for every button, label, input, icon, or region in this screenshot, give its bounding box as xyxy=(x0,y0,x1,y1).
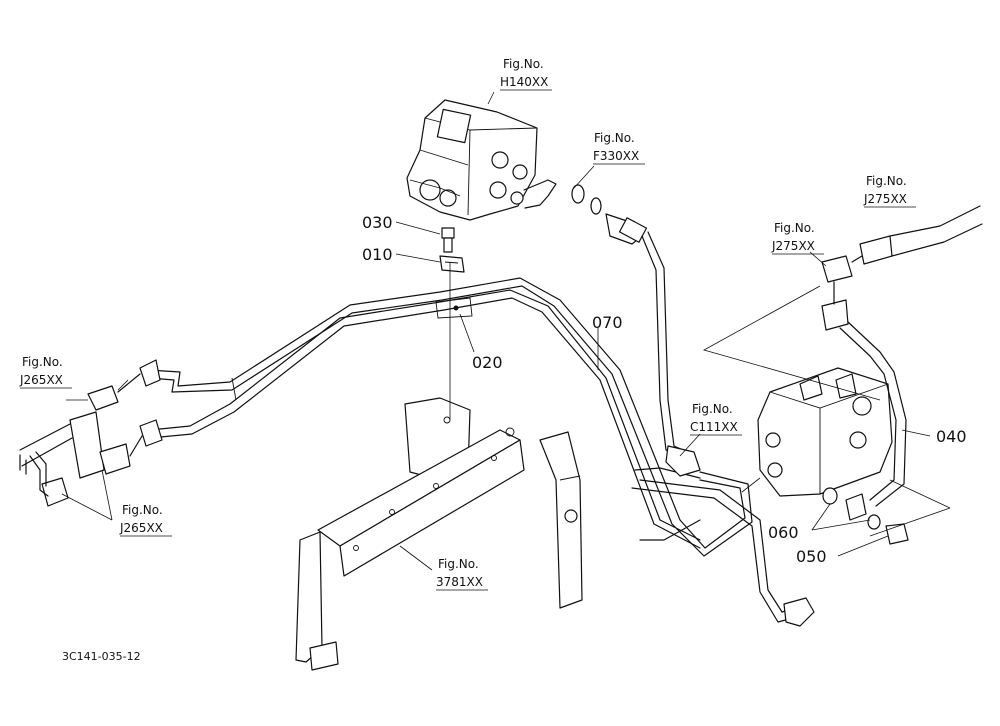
part-labels: 030 010 020 070 040 060 050 xyxy=(362,213,967,566)
fig-ref-j275-top: Fig.No. J275XX xyxy=(863,174,916,208)
part-label-020: 020 xyxy=(472,353,503,372)
washers-060-bolt-050 xyxy=(822,487,909,545)
part-label-030: 030 xyxy=(362,213,393,232)
leader-lines xyxy=(61,91,951,571)
fig-ref-j275-top-prefix: Fig.No. xyxy=(866,174,907,188)
left-fittings xyxy=(19,359,163,507)
fig-ref-j275-mid-prefix: Fig.No. xyxy=(774,221,815,235)
clamp-010 xyxy=(439,255,465,273)
bolt-030 xyxy=(441,227,455,253)
fig-ref-j275-mid-number: J275XX xyxy=(771,239,815,253)
part-label-040: 040 xyxy=(936,427,967,446)
fig-ref-c111-prefix: Fig.No. xyxy=(692,402,733,416)
fig-ref-f330-prefix: Fig.No. xyxy=(594,131,635,145)
part-label-050: 050 xyxy=(796,547,827,566)
fig-ref-c111-number: C111XX xyxy=(690,420,738,434)
pipe-040 xyxy=(839,321,907,507)
fig-ref-h140-number: H140XX xyxy=(500,75,548,89)
drawing-code: 3C141-035-12 xyxy=(62,650,141,663)
fig-ref-j275-mid: Fig.No. J275XX xyxy=(771,221,824,255)
fig-ref-h140-prefix: Fig.No. xyxy=(503,57,544,71)
fig-ref-h140: Fig.No. H140XX xyxy=(500,57,552,91)
mounting-bracket xyxy=(295,397,583,671)
fig-ref-j275-top-number: J275XX xyxy=(863,192,907,206)
fig-ref-j265-left: Fig.No. J265XX xyxy=(19,355,72,389)
fig-ref-c111: Fig.No. C111XX xyxy=(690,402,742,436)
pipe-c111 xyxy=(641,231,701,477)
fig-ref-j265-left-number: J265XX xyxy=(19,373,63,387)
control-valve xyxy=(757,367,893,497)
part-label-070: 070 xyxy=(592,313,623,332)
fig-ref-3781-number: 3781XX xyxy=(436,575,483,589)
part-label-010: 010 xyxy=(362,245,393,264)
part-label-060: 060 xyxy=(768,523,799,542)
fig-ref-f330: Fig.No. F330XX xyxy=(593,131,645,165)
upper-right-fittings xyxy=(821,205,983,331)
fig-ref-3781: Fig.No. 3781XX xyxy=(436,557,488,591)
fig-ref-j265-bottom-prefix: Fig.No. xyxy=(122,503,163,517)
pipe-070 xyxy=(147,277,753,557)
fig-ref-3781-prefix: Fig.No. xyxy=(438,557,479,571)
fig-ref-j265-bottom: Fig.No. J265XX xyxy=(119,503,172,537)
fig-ref-f330-number: F330XX xyxy=(593,149,639,163)
fig-ref-j265-left-prefix: Fig.No. xyxy=(22,355,63,369)
steering-unit xyxy=(406,99,538,221)
steering-fittings xyxy=(523,179,648,245)
fig-references: Fig.No. H140XX Fig.No. F330XX Fig.No. J2… xyxy=(19,57,916,591)
fig-ref-j265-bottom-number: J265XX xyxy=(119,521,163,535)
pipe-lower-right xyxy=(631,467,815,627)
